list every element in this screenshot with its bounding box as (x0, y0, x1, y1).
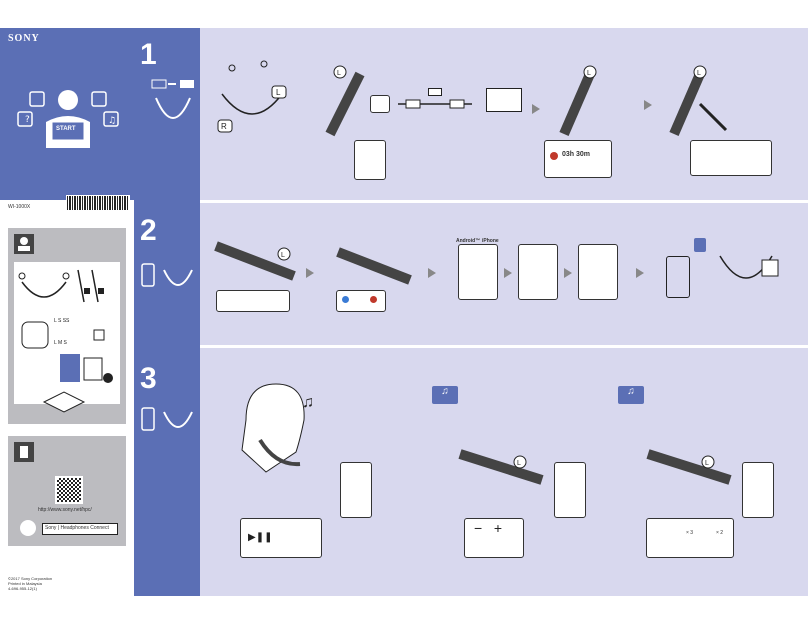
svg-text:L: L (517, 460, 521, 467)
unit-power-button: L (214, 241, 296, 281)
step2-arrow-2 (428, 268, 436, 278)
left-label: L (276, 88, 281, 97)
copyright: ©2017 Sony Corporation (8, 576, 53, 581)
cable-detail-box (354, 140, 386, 180)
volume-badge: ♫ (432, 386, 458, 404)
user-icon (14, 234, 34, 254)
track-badge: ♫ (618, 386, 644, 404)
laptop-icon (486, 88, 522, 112)
right-label: R (221, 122, 227, 131)
svg-text:?: ? (25, 115, 30, 125)
phone-volume-screen (554, 462, 586, 518)
start-person-icon: ? ♫ (17, 90, 119, 148)
step-1-number: 1 (140, 38, 157, 71)
bluetooth-icon (694, 238, 706, 252)
android-label: Android™ (456, 238, 481, 244)
neckband-illustration: L R (217, 60, 287, 133)
press-x2: × 2 (716, 530, 724, 536)
phone-screen-1 (458, 244, 498, 300)
app-icon (20, 520, 36, 536)
step2-arrow-5 (636, 268, 644, 278)
connected-phone (666, 256, 690, 298)
unit-track: L (646, 449, 732, 485)
press-x3: × 3 (686, 530, 694, 536)
printed-in: Printed in Malaysia (8, 581, 42, 586)
app-name: Sony | Headphones Connect (45, 525, 109, 531)
svg-text:L S SS: L S SS (54, 318, 70, 324)
charge-indicator (550, 152, 558, 160)
volume-minus-plus: − + (474, 520, 503, 536)
power-press-box (216, 290, 290, 312)
unit-pairing (336, 247, 412, 285)
download-icon (14, 442, 34, 462)
led-blue (342, 296, 349, 303)
unit-l-charge-port: L (325, 65, 365, 137)
step-3-number: 3 (140, 362, 157, 395)
brand-logo: SONY (8, 33, 40, 44)
start-label: START (56, 126, 76, 132)
svg-text:L: L (281, 252, 285, 259)
app-url[interactable]: http://www.sony.net/hpc/ (38, 507, 92, 513)
phone-play-screen (340, 462, 372, 518)
step2-arrow-3 (504, 268, 512, 278)
step-strip (134, 28, 200, 596)
svg-text:L: L (587, 70, 591, 77)
unit-l-charging: L (559, 65, 597, 136)
music-phone-icon (141, 407, 193, 431)
battery-icon (428, 88, 442, 96)
package-items: L S SS L M S (18, 269, 113, 413)
phone-screen-3 (578, 244, 618, 300)
barcode (66, 195, 130, 211)
phone-screen-2 (518, 244, 558, 300)
qr-code (55, 476, 83, 504)
step2-arrow-1 (306, 268, 314, 278)
svg-text:L: L (697, 70, 701, 77)
app-name-box[interactable] (42, 523, 118, 535)
svg-text:L M S: L M S (54, 340, 68, 346)
remove-cable-box (690, 140, 772, 176)
music-notes: ♫ (302, 394, 314, 411)
charge-time: 03h 30m (562, 151, 591, 158)
svg-text:L: L (337, 70, 341, 77)
play-pause-box (240, 518, 322, 558)
play-pause-icon: ▶❚❚ (248, 532, 273, 543)
svg-text:♫: ♫ (108, 116, 116, 126)
part-code: 4-696-955-12(1) (8, 586, 37, 591)
pairing-led-box (336, 290, 386, 312)
iphone-label: iPhone (482, 238, 499, 244)
svg-text:L: L (705, 460, 709, 467)
model-number: WI-1000X (8, 204, 31, 210)
connected-neckband (719, 255, 779, 279)
step1-arrow-1 (532, 104, 540, 114)
track-box (646, 518, 734, 558)
led-red (370, 296, 377, 303)
unit-l-unplug: L (669, 65, 728, 136)
usb-port-box (370, 95, 390, 113)
person-wearing-illustration (241, 383, 305, 473)
step-2-number: 2 (140, 214, 157, 247)
unit-volume: L (458, 449, 544, 485)
step1-arrow-2 (644, 100, 652, 110)
step2-arrow-4 (564, 268, 572, 278)
volume-box (464, 518, 524, 558)
phone-track-screen (742, 462, 774, 518)
bluetooth-phone-icon (141, 263, 193, 287)
usb-cable (398, 99, 472, 109)
charging-headphones-icon (151, 79, 194, 119)
